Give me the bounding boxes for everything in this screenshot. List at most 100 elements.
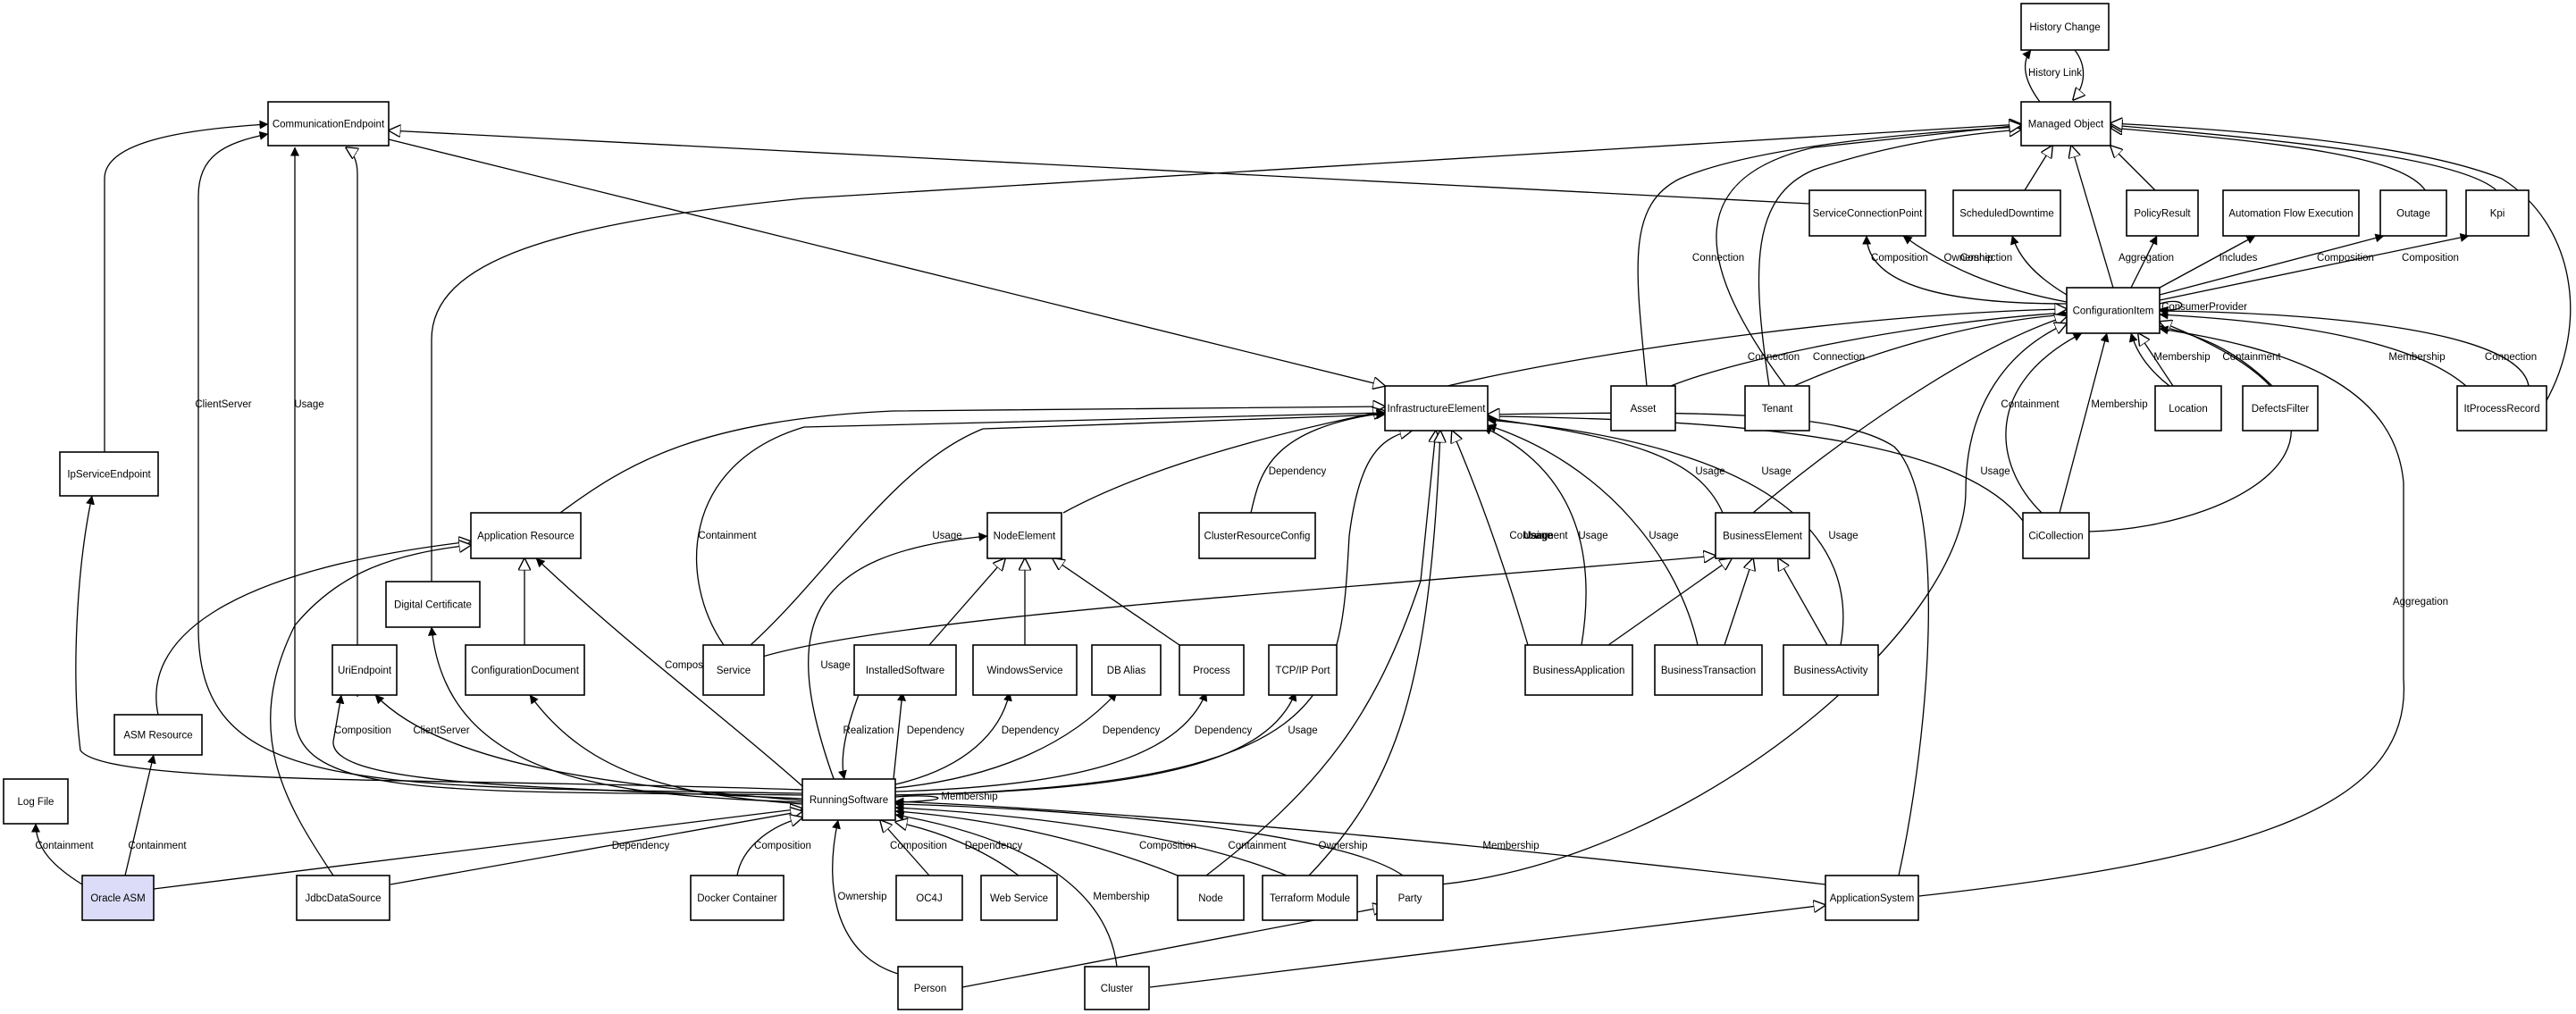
- node-windows-service: WindowsService: [972, 644, 1078, 696]
- node-application-resource: Application Resource: [470, 512, 582, 559]
- edge-rs-tcp-usage: [894, 691, 1297, 796]
- node-label: Node: [1198, 893, 1223, 904]
- edge-rs-dc-usage: [427, 626, 803, 803]
- node-label: PolicyResult: [2134, 209, 2191, 220]
- edge-label: Connection: [1692, 253, 1744, 264]
- node-box: [2020, 3, 2110, 51]
- node-box: [1825, 875, 1919, 921]
- edge-label: Containment: [128, 841, 187, 851]
- edge-rs-cep-clientserver: [197, 130, 803, 794]
- node-box: [897, 966, 963, 1010]
- edge-jdbc-rs: [390, 811, 802, 885]
- edge-rs-ie: [894, 431, 1412, 796]
- node-label: Person: [914, 984, 946, 994]
- edge-tm-ie: [1308, 431, 1440, 876]
- node-label: Location: [2169, 404, 2207, 415]
- node-scheduled-downtime: ScheduledDowntime: [1952, 189, 2061, 237]
- edge-node-rs: [894, 807, 1179, 876]
- edge-label: Containment: [2001, 399, 2060, 410]
- edge-label: Aggregation: [2119, 253, 2174, 264]
- node-box: [2379, 189, 2447, 237]
- node-application-system: ApplicationSystem: [1825, 875, 1919, 921]
- edge-ba-be: [1607, 558, 1732, 646]
- node-label: Managed Object: [2028, 120, 2104, 130]
- edge-crc-ie-dep: [1250, 409, 1386, 514]
- edge-ci-outage: [2159, 233, 2385, 296]
- edge-ba-ie-usage: [1482, 426, 1587, 646]
- node-box: [2126, 189, 2199, 237]
- node-label: Web Service: [990, 893, 1048, 904]
- node-asset: Asset: [1610, 385, 1676, 432]
- node-box: [296, 875, 390, 921]
- node-label: Cluster: [1101, 984, 1134, 994]
- edge-ci-sd-ownership: [1902, 235, 2068, 303]
- edge-conn-tenant-mo: [1716, 125, 2021, 387]
- node-business-transaction: BusinessTransaction: [1654, 644, 1763, 696]
- node-asm-resource: ASM Resource: [113, 714, 203, 756]
- edge-asmr-ar: [155, 541, 471, 716]
- node-box: [986, 512, 1062, 559]
- edge-tenant-to-mo: [1758, 130, 2021, 387]
- edge-asm-rs: [153, 809, 802, 890]
- node-box: [1783, 644, 1879, 696]
- edge-dc-to-mo: [431, 124, 2021, 582]
- node-label: InfrastructureElement: [1388, 404, 1487, 415]
- edge-label: Dependency: [612, 841, 670, 851]
- node-box: [801, 778, 896, 821]
- node-label: Tenant: [1762, 404, 1793, 415]
- edge-jdbc-ar: [270, 545, 471, 876]
- node-installed-software: InstalledSoftware: [853, 644, 957, 696]
- node-label: Automation Flow Execution: [2228, 209, 2353, 220]
- node-box: [2465, 189, 2530, 237]
- edges-layer: [31, 49, 2572, 988]
- node-box: [1091, 644, 1162, 696]
- node-policy-result: PolicyResult: [2126, 189, 2199, 237]
- node-label: Log File: [18, 797, 55, 808]
- edge-label: Usage: [1523, 531, 1553, 541]
- edge-label: Composition: [1139, 841, 1196, 851]
- node-box: [267, 101, 390, 147]
- node-box: [1177, 875, 1245, 921]
- node-box: [895, 875, 963, 921]
- node-label: CommunicationEndpoint: [273, 120, 385, 130]
- node-label: TCP/IP Port: [1275, 666, 1330, 676]
- edge-label: Membership: [941, 792, 997, 802]
- edge-label: Membership: [2153, 352, 2210, 363]
- edge-webservice-rs: [895, 822, 1019, 876]
- edge-bt-be: [1724, 558, 1753, 646]
- edge-cic-ci: [2088, 322, 2292, 532]
- edge-label: Includes: [2219, 253, 2258, 264]
- node-label: History Change: [2029, 22, 2100, 33]
- edge-label: Membership: [1482, 841, 1539, 851]
- node-box: [1384, 385, 1489, 432]
- edge-rs-dba-dependency: [894, 691, 1118, 789]
- edge-is-ne: [928, 558, 1005, 646]
- node-box: [113, 714, 203, 756]
- node-label: BusinessTransaction: [1661, 666, 1756, 676]
- node-uri-endpoint: UriEndpoint: [331, 644, 398, 696]
- edge-label: ConsumerProvider: [2161, 302, 2247, 313]
- node-db-alias: DB Alias: [1091, 644, 1162, 696]
- edge-rs-ws-dependency: [894, 691, 1012, 785]
- node-label: ScheduledDowntime: [1959, 209, 2053, 220]
- node-box: [3, 778, 69, 825]
- edge-label: Usage: [820, 660, 850, 671]
- node-label: ItProcessRecord: [2463, 404, 2539, 415]
- node-label: IpServiceEndpoint: [67, 470, 151, 481]
- node-business-application: BusinessApplication: [1524, 644, 1633, 696]
- edge-label: Ownership: [1944, 253, 1993, 264]
- edge-bact-be: [1778, 558, 1828, 646]
- node-label: NodeElement: [994, 532, 1056, 542]
- edge-label: Aggregation: [2393, 597, 2448, 608]
- edge-be-ie-usage: [1487, 415, 1724, 514]
- edge-label: Usage: [1578, 531, 1607, 541]
- edge-label: Usage: [932, 531, 961, 541]
- node-label: Oracle ASM: [90, 893, 145, 904]
- node-kpi: Kpi: [2465, 189, 2530, 237]
- node-box: [1715, 512, 1810, 559]
- edge-rs-uri-composition: [332, 694, 803, 800]
- node-configuration-document: ConfigurationDocument: [465, 644, 585, 696]
- edge-cluster-as: [1149, 905, 1825, 988]
- node-label: Digital Certificate: [394, 600, 472, 611]
